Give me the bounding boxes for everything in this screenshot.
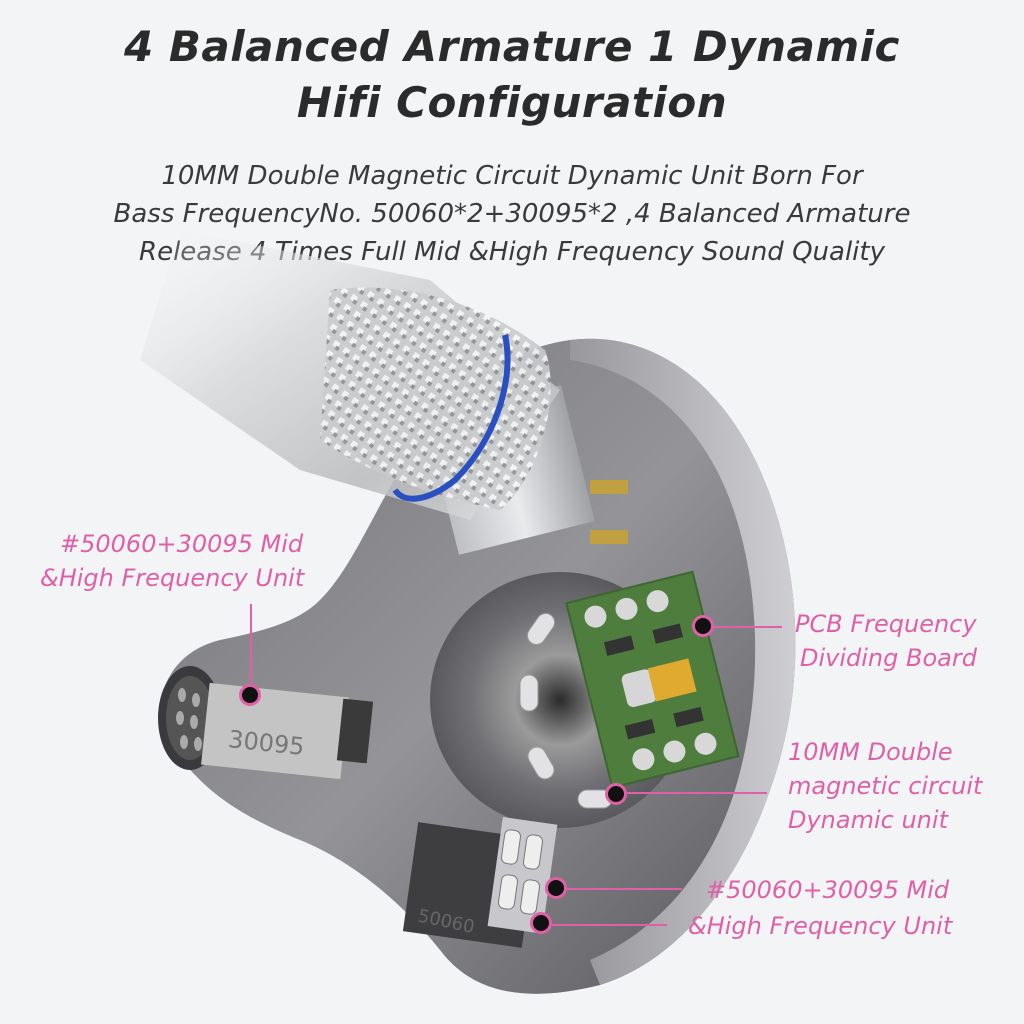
- callout-pcb-line2: Dividing Board: [800, 644, 977, 672]
- callout-left-unit-line2: &High Frequency Unit: [40, 564, 305, 592]
- marker-dot-bottom-unit-1: [545, 877, 567, 899]
- leader-line-bottom-unit-1: [567, 888, 682, 890]
- callout-bottom-unit-line1: #50060+30095 Mid: [706, 876, 950, 904]
- headline-line-1: 4 Balanced Armature 1 Dynamic: [124, 22, 900, 71]
- marker-dot-left-unit: [239, 684, 261, 706]
- marker-dot-pcb: [692, 615, 714, 637]
- cable-blue-ring: [392, 334, 511, 502]
- headline-line-2: Hifi Configuration: [296, 78, 728, 127]
- armature-50060: 50060: [402, 817, 558, 948]
- armature-30095: 30095: [201, 682, 374, 780]
- callout-bottom-unit-line2: &High Frequency Unit: [688, 912, 953, 940]
- description-line-1: 10MM Double Magnetic Circuit Dynamic Uni…: [161, 161, 863, 191]
- callout-left-unit-line1: #50060+30095 Mid: [60, 530, 304, 558]
- leader-line-pcb: [714, 626, 782, 628]
- callout-pcb-line1: PCB Frequency: [795, 610, 977, 638]
- marker-dot-bottom-unit-2: [530, 912, 552, 934]
- callout-dynamic-line2: magnetic circuit: [788, 772, 983, 800]
- marker-dot-dynamic: [605, 783, 627, 805]
- leader-line-left-unit: [250, 604, 252, 686]
- description-line-2: Bass FrequencyNo. 50060*2+30095*2 ,4 Bal…: [113, 199, 911, 229]
- leader-line-dynamic: [627, 792, 767, 794]
- callout-dynamic-line1: 10MM Double: [788, 738, 953, 766]
- callout-dynamic-line3: Dynamic unit: [788, 806, 948, 834]
- leader-line-bottom-unit-2: [552, 924, 667, 926]
